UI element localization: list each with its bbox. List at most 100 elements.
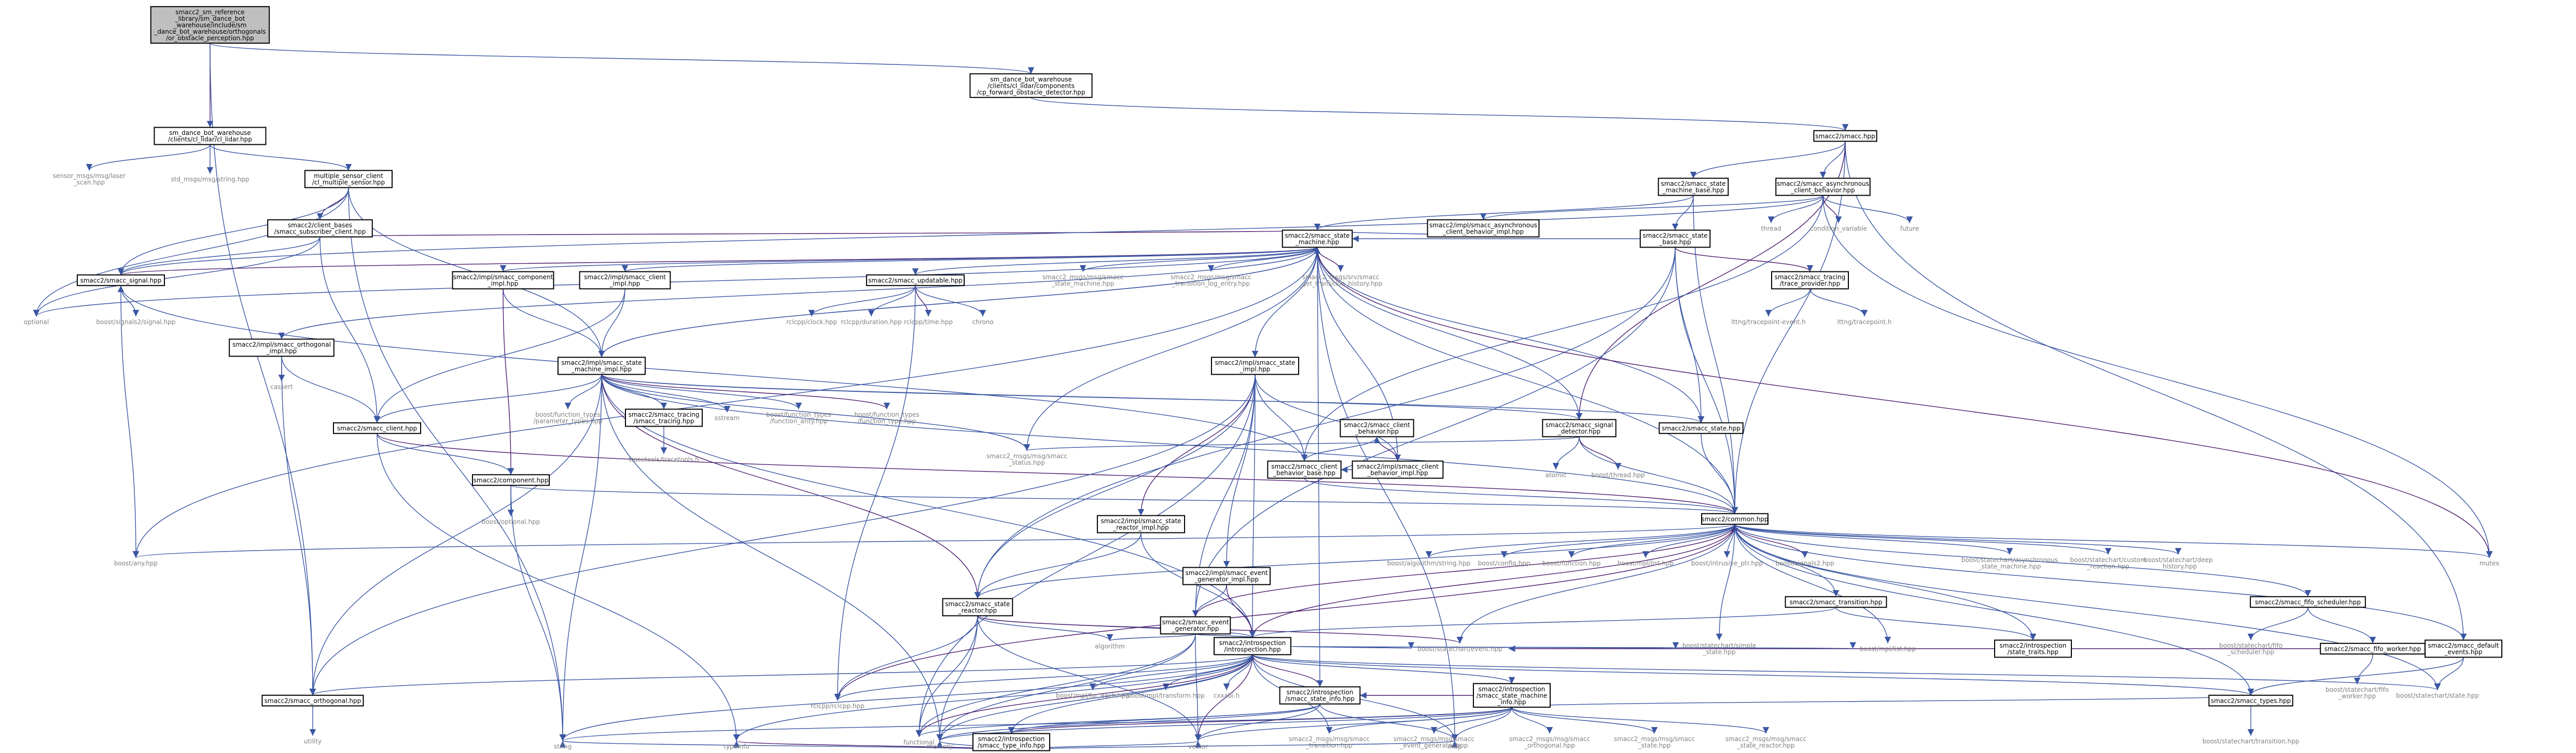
node-box	[76, 274, 165, 286]
node-label-line: _client_behavior_impl.hpp	[1442, 228, 1524, 236]
node-impl-event-gen[interactable]: smacc2/impl/smacc_event_generator_impl.h…	[1182, 567, 1271, 585]
node-label-line: _event_generator.hpp	[1400, 742, 1468, 749]
node-updatable[interactable]: smacc2/smacc_updatable.hpp	[866, 274, 965, 286]
node-smacc-client[interactable]: smacc2/smacc_client.hpp	[332, 422, 422, 434]
node-client-bases[interactable]: smacc2/client_bases/smacc_subscriber_cli…	[267, 219, 373, 238]
node-msg-state-machine: smacc2_msgs/msg/smacc_state_machine.hpp	[1042, 273, 1123, 287]
node-box	[1785, 596, 1887, 608]
edge-multiple-sensor-to-string	[348, 187, 566, 741]
edge-impl-sm-to-smacc-client	[373, 374, 602, 423]
node-label-line: boost/function_types	[854, 411, 919, 418]
node-label-line: smacc2/impl/smacc_orthogonal	[232, 341, 331, 348]
node-multiple-sensor[interactable]: multiple_sensor_client/cl_multiple_senso…	[304, 170, 393, 188]
node-label-line: smacc2/smacc_event	[1162, 619, 1229, 626]
edge-state-info-to-functional	[916, 703, 1320, 737]
node-label-line: smacc2/smacc_state.hpp	[1662, 425, 1740, 432]
node-box	[472, 474, 550, 486]
node-smacc-transition[interactable]: smacc2/smacc_transition.hpp	[1785, 596, 1887, 608]
node-label-line: smacc2/impl/smacc_client	[584, 273, 666, 281]
node-label-line: smacc2/common.hpp	[1701, 515, 1768, 523]
node-state-machine-base[interactable]: smacc2/smacc_state_machine_base.hpp	[1658, 177, 1729, 196]
node-impl-sm[interactable]: smacc2/impl/smacc_state_machine_impl.hpp	[557, 357, 646, 375]
node-label-line: boost/statechart/simple	[1682, 642, 1757, 649]
node-mpl-for-each: boost/mpl/for_each.hpp	[1056, 692, 1130, 699]
edge-impl-sm-to-fn-arity	[601, 374, 802, 409]
node-impl-component[interactable]: smacc2/impl/smacc_component_impl.hpp	[452, 271, 554, 290]
edge-event-generator-to-algorithm	[1107, 633, 1196, 641]
node-impl-client[interactable]: smacc2/impl/smacc_client_impl.hpp	[579, 271, 671, 290]
node-label-line: _history.hpp	[2159, 563, 2197, 570]
node-label-line: smacc2/smacc_signal	[1545, 421, 1613, 429]
node-state-traits[interactable]: smacc2/introspection/state_traits.hpp	[1994, 639, 2072, 658]
node-smacc-signal[interactable]: smacc2/smacc_signal.hpp	[76, 274, 165, 286]
node-async-client-behavior[interactable]: smacc2/smacc_asynchronous_client_behavio…	[1775, 177, 1871, 196]
node-state-reactor[interactable]: smacc2/smacc_state_reactor.hpp	[942, 598, 1013, 617]
node-label-line: rclcpp/time.hpp	[904, 318, 953, 325]
node-thread: thread	[1761, 225, 1781, 232]
node-impl-state-impl[interactable]: smacc2/impl/smacc_state_impl.hpp	[1210, 357, 1300, 375]
edge-state-base-to-state-reactor	[974, 247, 1676, 599]
node-memory: memory	[927, 743, 953, 750]
node-cb-hpp[interactable]: smacc2/smacc_client_behavior.hpp	[1340, 419, 1414, 437]
edge-sm-info-to-msg-event-gen	[1430, 707, 1512, 734]
node-smacc-orthogonal[interactable]: smacc2/smacc_orthogonal.hpp	[261, 694, 364, 707]
node-signal-detector[interactable]: smacc2/smacc_signal_detector.hpp	[1542, 419, 1617, 437]
node-label-line: /state_traits.hpp	[2008, 649, 2058, 656]
node-fifo-scheduler[interactable]: smacc2/smacc_fifo_scheduler.hpp	[2250, 596, 2366, 608]
edge-impl-orthogonal-to-smacc-client	[281, 356, 381, 423]
node-state-machine[interactable]: smacc2/smacc_state_machine.hpp	[1282, 229, 1353, 248]
edge-signal-detector-to-msg-status	[1024, 436, 1580, 451]
node-rclcpp-clock: rclcpp/clock.hpp	[786, 318, 837, 325]
edge-impl-event-gen-to-introspection	[1226, 584, 1256, 638]
node-default-events[interactable]: smacc2/smacc_default_events.hpp	[2425, 639, 2502, 658]
node-impl-async-cb[interactable]: smacc2/impl/smacc_asynchronous_client_be…	[1427, 219, 1540, 238]
node-fifo-worker[interactable]: smacc2/smacc_fifo_worker.hpp	[2320, 642, 2426, 655]
node-sm-info[interactable]: smacc2/introspection/smacc_state_machine…	[1473, 683, 1551, 708]
node-root[interactable]: smacc2_sm_reference_library/sm_dance_bot…	[150, 6, 270, 44]
edge-default-events-to-smacc-types	[2247, 657, 2464, 695]
node-tracing-hpp[interactable]: smacc2/smacc_tracing/smacc_tracing.hpp	[625, 408, 703, 427]
node-cp-fwd-obs[interactable]: sm_dance_bot_warehouse/clients/cl_lidar/…	[969, 73, 1093, 98]
edge-impl-sm-to-smacc-state	[601, 374, 1704, 423]
node-label-line: _impl.hpp	[609, 280, 640, 287]
edge-common-to-sc-deep-history	[1734, 524, 2181, 555]
edge-sm-info-to-msg-state	[1511, 707, 1658, 734]
node-box	[229, 338, 335, 357]
node-label-line: _events.hpp	[2444, 649, 2482, 656]
edge-state-machine-base-to-state-machine	[1314, 195, 1694, 230]
node-impl-cb[interactable]: smacc2/impl/smacc_client_behavior_impl.h…	[1352, 460, 1444, 479]
node-label-line: /parameter_types.hpp	[533, 418, 602, 425]
node-smacc-types[interactable]: smacc2/smacc_types.hpp	[2208, 694, 2293, 707]
node-common[interactable]: smacc2/common.hpp	[1701, 513, 1769, 525]
node-state-base[interactable]: smacc2/smacc_state_base.hpp	[1639, 229, 1711, 248]
node-impl-orthogonal[interactable]: smacc2/impl/smacc_orthogonal_impl.hpp	[229, 338, 335, 357]
edge-smacc-transition-to-introspection	[1249, 607, 1836, 638]
node-label-line: /smacc_subscriber_client.hpp	[274, 228, 366, 236]
node-state-info[interactable]: smacc2/introspection/smacc_state_info.hp…	[1279, 686, 1361, 705]
node-label-line: /trace_provider.hpp	[1780, 280, 1841, 287]
edge-introspection-to-mpl-list	[1290, 641, 1854, 649]
node-component[interactable]: smacc2/component.hpp	[472, 474, 550, 486]
edge-introspection-to-rclcpp	[834, 654, 1253, 701]
node-label-line: boost/statechart/asynchronous	[1961, 556, 2058, 564]
node-smacc-state[interactable]: smacc2/smacc_state.hpp	[1659, 422, 1744, 434]
node-introspection[interactable]: smacc2/introspection/introspection.hpp	[1214, 637, 1291, 655]
node-cb-base[interactable]: smacc2/smacc_client_behavior_base.hpp	[1267, 460, 1342, 479]
node-label-line: _worker.hpp	[2338, 693, 2376, 700]
node-cl-lidar[interactable]: sm_dance_bot_warehouse/clients/cl_lidar/…	[154, 127, 267, 145]
edge-type-info-to-map	[1011, 741, 1458, 751]
node-label-line: boost/mpl/list.hpp	[1618, 559, 1674, 567]
node-rclcpp: rclcpp/rclcpp.hpp	[811, 702, 865, 709]
node-smacc-hpp[interactable]: smacc2/smacc.hpp	[1813, 130, 1877, 142]
node-type-info[interactable]: smacc2/introspection/smacc_type_info.hpp	[972, 733, 1050, 751]
node-event-generator[interactable]: smacc2/smacc_event_generator.hpp	[1160, 616, 1231, 635]
edge-impl-sm-to-string	[559, 374, 602, 741]
edge-common-to-rclcpp	[834, 524, 1735, 701]
node-label-line: boost/function_types	[766, 411, 831, 418]
node-label-line: smacc2_msgs/msg/smacc	[1171, 273, 1251, 281]
node-box	[1994, 639, 2072, 658]
node-impl-state-reactor[interactable]: smacc2/impl/smacc_state_reactor_impl.hpp	[1096, 515, 1186, 533]
edge-introspection-to-sm-info	[1252, 654, 1515, 684]
node-tracing-provider[interactable]: smacc2/smacc_tracing/trace_provider.hpp	[1771, 271, 1849, 290]
edge-async-client-behavior-to-thread	[1767, 195, 1823, 223]
